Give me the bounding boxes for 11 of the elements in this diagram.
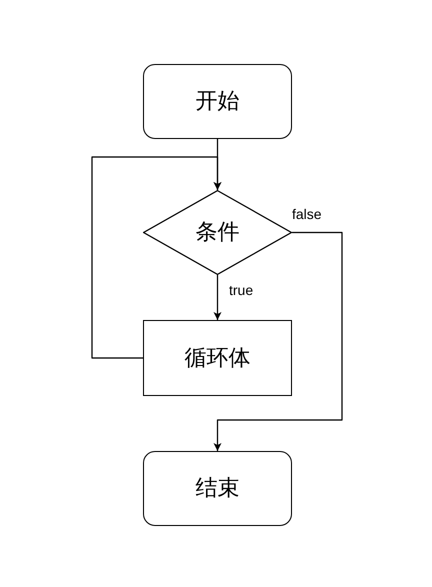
arrow (214, 275, 222, 320)
node-label: 开始 (196, 88, 240, 116)
terminal-box (143, 451, 292, 526)
node-label: 循环体 (184, 344, 250, 372)
terminal-box (143, 64, 292, 139)
arrow (214, 232, 343, 451)
node-label: 结束 (196, 475, 240, 503)
process-box (143, 320, 292, 396)
arrow (91, 156, 222, 359)
node-label: 条件 (196, 219, 240, 247)
decision-diamond (143, 190, 292, 275)
